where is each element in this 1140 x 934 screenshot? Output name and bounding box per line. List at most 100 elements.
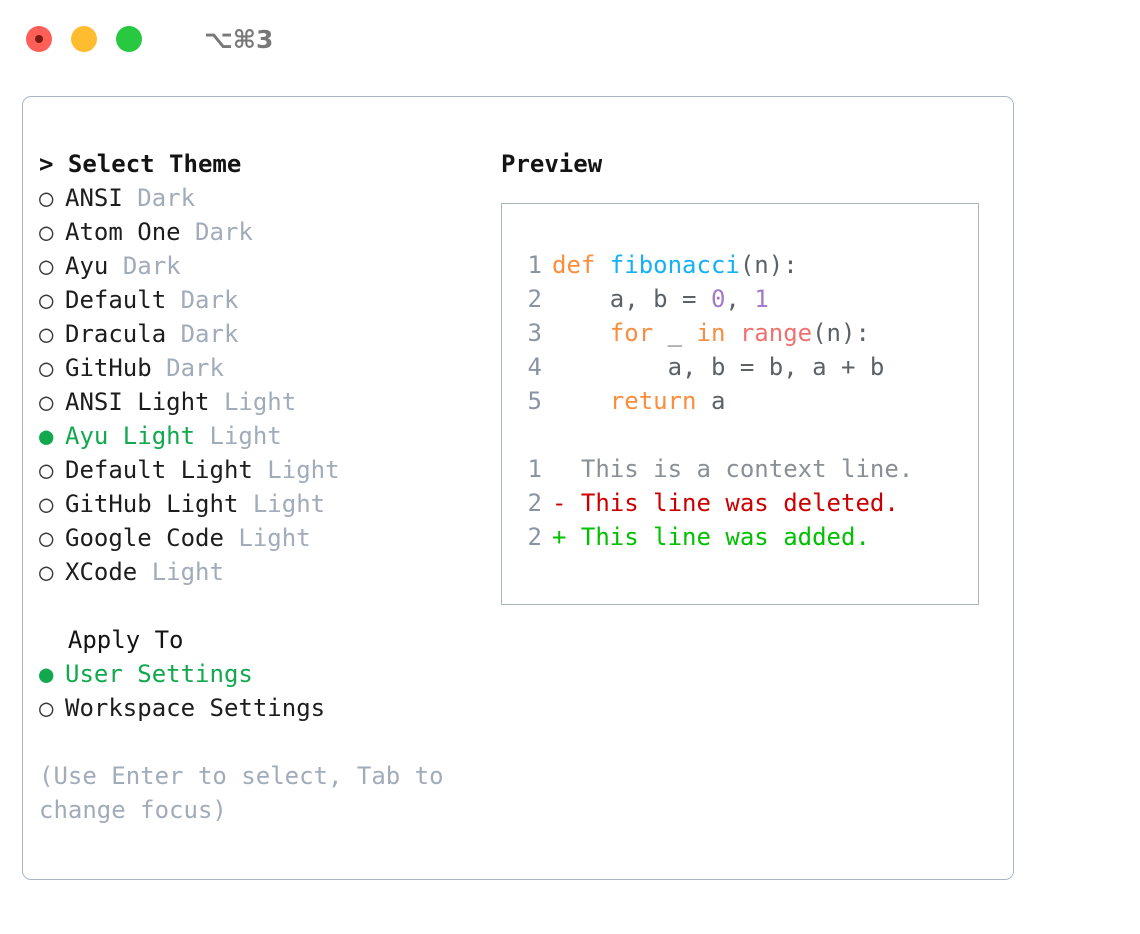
theme-option-ayu-light[interactable]: ●Ayu Light Light bbox=[39, 419, 499, 453]
theme-option-label: Atom One bbox=[65, 218, 181, 246]
minimize-button-icon[interactable] bbox=[71, 26, 97, 52]
theme-variant-label: Dark bbox=[122, 252, 181, 280]
maximize-button-icon[interactable] bbox=[116, 26, 142, 52]
diff-sign: + bbox=[552, 523, 581, 551]
hint-spacer bbox=[39, 725, 499, 759]
theme-variant-label: Light bbox=[151, 558, 224, 586]
traffic-lights bbox=[26, 26, 142, 52]
diff-text: This line was added. bbox=[580, 523, 870, 551]
line-number: 2 bbox=[527, 523, 542, 551]
preview-heading: Preview bbox=[501, 150, 603, 178]
code-token-number: 1 bbox=[754, 285, 769, 313]
theme-variant-label: Light bbox=[267, 456, 340, 484]
label-gap bbox=[137, 555, 151, 589]
code-line: 3 for _ in range(n): bbox=[502, 316, 978, 350]
close-button-icon[interactable] bbox=[26, 26, 52, 52]
code-token-punctuation: (n): bbox=[812, 319, 870, 347]
line-number: 4 bbox=[527, 353, 542, 381]
radio-empty-icon: ○ bbox=[39, 286, 54, 314]
code-token-identifier: a bbox=[710, 387, 726, 415]
code-token-identifier: , bbox=[725, 285, 755, 313]
code-token-identifier: a, b = bbox=[552, 285, 711, 313]
theme-option-atom-one[interactable]: ○Atom One Dark bbox=[39, 215, 499, 249]
theme-variant-label: Dark bbox=[166, 354, 224, 382]
line-number: 3 bbox=[527, 319, 542, 347]
code-token-keyword: in bbox=[696, 319, 740, 347]
label-gap bbox=[108, 249, 122, 283]
theme-option-label: ANSI bbox=[65, 184, 123, 212]
theme-option-google-code[interactable]: ○ Google Code Light bbox=[39, 521, 499, 555]
line-number: 5 bbox=[527, 387, 542, 415]
code-token-number: 0 bbox=[710, 285, 726, 313]
theme-option-ansi[interactable]: ○ANSI Dark bbox=[39, 181, 499, 215]
section-spacer bbox=[39, 589, 499, 623]
theme-option-ansi-light[interactable]: ○ ANSI Light Light bbox=[39, 385, 499, 419]
theme-variant-label: Light bbox=[238, 524, 311, 552]
apply-to-heading: Apply To bbox=[39, 623, 499, 657]
diff-preview-block: 1 This is a context line.2- This line wa… bbox=[502, 452, 978, 554]
theme-option-label: Google Code bbox=[65, 524, 224, 552]
theme-option-label: ANSI Light bbox=[65, 388, 210, 416]
theme-option-github[interactable]: ○ GitHub Dark bbox=[39, 351, 499, 385]
code-line: 2 a, b = 0, 1 bbox=[502, 282, 978, 316]
radio-empty-icon: ○ bbox=[39, 184, 54, 212]
code-token-keyword: def bbox=[552, 251, 610, 279]
diff-line-added: 2 + This line was added. bbox=[502, 520, 978, 554]
radio-empty-icon: ○ bbox=[39, 388, 54, 416]
code-token-keyword: for bbox=[552, 319, 668, 347]
radio-empty-icon: ○ bbox=[39, 694, 54, 722]
theme-option-github-light[interactable]: ○GitHub Light Light bbox=[39, 487, 499, 521]
theme-option-label: GitHub Light bbox=[65, 490, 239, 518]
apply-to-option-label: User Settings bbox=[65, 660, 253, 688]
theme-option-label: Dracula bbox=[65, 320, 167, 348]
apply-to-option-workspace-settings[interactable]: ○Workspace Settings bbox=[39, 691, 499, 725]
radio-empty-icon: ○ bbox=[39, 354, 54, 382]
diff-line-context: 1 This is a context line. bbox=[502, 452, 978, 486]
theme-option-dracula[interactable]: ○ Dracula Dark bbox=[39, 317, 499, 351]
theme-option-default[interactable]: ○ Default Dark bbox=[39, 283, 499, 317]
theme-option-label: GitHub bbox=[65, 354, 152, 382]
radio-selected-icon: ● bbox=[39, 660, 54, 688]
code-token-punctuation: (n): bbox=[739, 251, 798, 279]
code-token-function: fibonacci bbox=[609, 251, 740, 279]
theme-variant-label: Light bbox=[223, 388, 297, 416]
theme-variant-label: Dark bbox=[180, 320, 239, 348]
code-token-keyword: return bbox=[552, 387, 711, 415]
theme-variant-label: Light bbox=[209, 422, 282, 450]
apply-to-option-user-settings[interactable]: ● User Settings bbox=[39, 657, 499, 691]
label-gap bbox=[166, 317, 180, 351]
apply-to-heading-text: Apply To bbox=[67, 626, 184, 654]
code-line: 1 def fibonacci(n): bbox=[502, 248, 978, 282]
code-token-call: range bbox=[739, 319, 813, 347]
theme-list: ○ANSI Dark○Atom One Dark○Ayu Dark○Defaul… bbox=[39, 181, 499, 589]
select-theme-heading: > Select Theme bbox=[39, 147, 499, 181]
theme-variant-label: Dark bbox=[180, 286, 239, 314]
code-token-identifier: a, b = b, a + b bbox=[552, 353, 885, 381]
theme-option-default-light[interactable]: ○ Default Light Light bbox=[39, 453, 499, 487]
theme-option-xcode[interactable]: ○XCode Light bbox=[39, 555, 499, 589]
label-gap bbox=[195, 419, 209, 453]
theme-variant-label: Light bbox=[252, 490, 326, 518]
diff-text: This line was deleted. bbox=[580, 489, 899, 517]
theme-option-label: Default Light bbox=[65, 456, 253, 484]
theme-selector-column: > Select Theme ○ANSI Dark○Atom One Dark○… bbox=[39, 147, 499, 827]
diff-line-deleted: 2- This line was deleted. bbox=[502, 486, 978, 520]
line-number: 1 bbox=[527, 251, 542, 279]
theme-option-label: Ayu Light bbox=[65, 422, 196, 450]
label-gap bbox=[123, 181, 137, 215]
label-gap bbox=[166, 283, 180, 317]
heading-prefix: > bbox=[39, 150, 68, 178]
radio-empty-icon: ○ bbox=[39, 456, 54, 484]
radio-empty-icon: ○ bbox=[39, 320, 54, 348]
code-line: 5 return a bbox=[502, 384, 978, 418]
theme-option-ayu[interactable]: ○Ayu Dark bbox=[39, 249, 499, 283]
radio-empty-icon: ○ bbox=[39, 524, 54, 552]
radio-empty-icon: ○ bbox=[39, 218, 54, 246]
diff-sign: - bbox=[552, 489, 581, 517]
theme-option-label: Default bbox=[65, 286, 167, 314]
diff-text: This is a context line. bbox=[580, 455, 914, 483]
line-number: 1 bbox=[527, 455, 542, 483]
